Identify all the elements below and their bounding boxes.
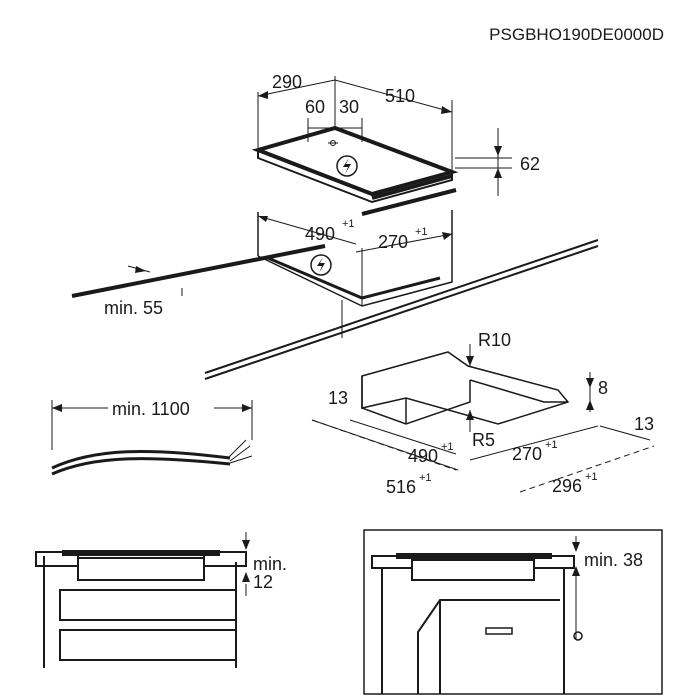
install-left-min-label: min.	[253, 554, 287, 574]
frame-view: R10 R5 13 13 8 490 +1 270 +1 516 +1 296 …	[311, 330, 655, 497]
hob-top-view: 290 510 60 30 62	[251, 72, 540, 204]
model-code: PSGBHO190DE0000D	[489, 25, 664, 44]
edge-left-label: 13	[328, 388, 348, 408]
step-label: 8	[598, 378, 608, 398]
edge-right-label: 13	[634, 414, 654, 434]
inner-width-tol: +1	[441, 441, 454, 453]
min-front-label: min. 55	[104, 298, 163, 318]
install-left-value: 12	[253, 572, 273, 592]
cable-length-label: min. 1100	[112, 399, 190, 419]
install-left-view: min. 12	[35, 532, 287, 668]
width-left-label: 290	[272, 72, 302, 92]
cutout-width-tol: +1	[342, 218, 355, 230]
inner-width-label: 490	[408, 446, 438, 466]
radius-outer-label: R10	[478, 330, 511, 350]
cutout-width-label: 490	[305, 224, 335, 244]
install-right-min-label: min. 38	[584, 550, 643, 570]
frame-top	[361, 351, 570, 425]
inner-depth-tol: +1	[545, 439, 558, 451]
inner-left-label: 60	[305, 97, 325, 117]
height-label: 62	[520, 154, 540, 174]
outer-depth-tol: +1	[585, 471, 598, 483]
inner-right-label: 30	[339, 97, 359, 117]
cutout-depth-label: 270	[378, 232, 408, 252]
electric-symbol-icon	[336, 155, 358, 177]
cable-view: min. 1100	[51, 399, 253, 476]
cutout-depth-tol: +1	[415, 226, 428, 238]
cable	[51, 449, 231, 470]
inner-depth-label: 270	[512, 444, 542, 464]
install-right-view: min. 38	[363, 529, 663, 695]
width-right-label: 510	[385, 86, 415, 106]
outer-depth-label: 296	[552, 476, 582, 496]
worktop-cutout-view: 490 +1 270 +1 min. 55	[71, 188, 599, 380]
outer-width-tol: +1	[419, 472, 432, 484]
install-right-frame	[363, 529, 663, 695]
outer-width-label: 516	[386, 477, 416, 497]
radius-inner-label: R5	[472, 430, 495, 450]
